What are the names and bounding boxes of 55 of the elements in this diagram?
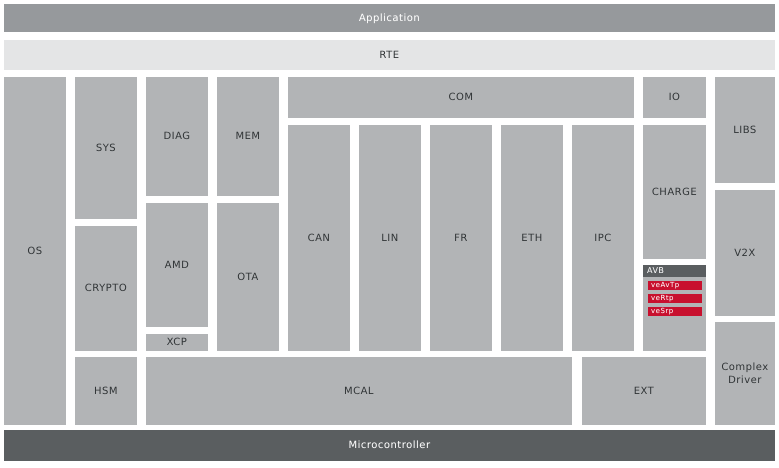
module-box [648,294,702,303]
module-box [643,77,706,118]
module-box [288,125,350,351]
module-box [572,125,634,351]
module-box [75,77,137,219]
module-name: AMD [164,258,190,272]
layer-bar [4,430,775,461]
module-name: DIAG [163,130,191,143]
module-box [75,226,137,351]
module-name: OS [27,244,43,258]
module-name: Application [358,12,420,24]
module-name: EXT [634,384,654,398]
layer-bar [4,4,775,32]
module-box [217,203,279,351]
module-box [75,357,137,425]
module-name: XCP [166,336,188,349]
module-name: V2X [734,246,756,260]
module-box [146,77,208,196]
module-box [146,334,208,351]
module-box [648,281,702,290]
module-name: IPC [594,232,612,244]
module-name: HSM [94,384,118,398]
module-name: IO [668,91,680,104]
module-box [715,77,775,183]
module-name: Complex Driver [720,360,770,386]
module-name: COM [448,91,474,104]
module-box [4,77,66,425]
module-box [288,77,634,118]
module-name: MEM [235,130,261,143]
module-name: ETH [521,232,543,244]
module-name: FR [454,232,468,244]
module-box [217,77,279,196]
module-box [430,125,492,351]
module-box [501,125,563,351]
module-box [715,322,775,425]
module-box [582,357,706,425]
module-box [643,125,706,259]
module-box [643,265,706,351]
module-name: CRYPTO [84,282,128,295]
module-name: LIN [381,232,399,244]
group-title: AVB [647,265,664,277]
module-name: OTA [237,270,259,284]
module-name: CAN [308,232,330,244]
module-box [146,203,208,327]
module-name: CHARGE [652,186,698,198]
module-name: Microcontroller [348,439,431,452]
module-name: MCAL [344,384,374,398]
module-box [648,307,702,316]
module-name: SYS [96,142,116,154]
module-name: LIBS [733,124,757,136]
module-box [359,125,421,351]
layer-bar [4,40,775,70]
module-name: RTE [379,48,400,62]
module-box [146,357,572,425]
module-box [715,190,775,316]
